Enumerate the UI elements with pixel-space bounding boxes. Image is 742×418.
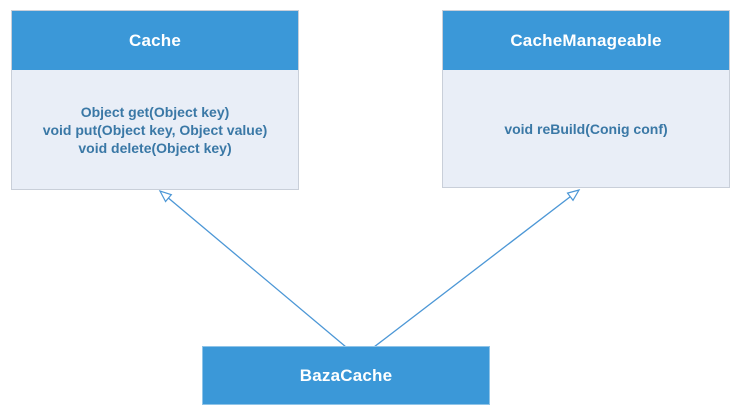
class-node-cache: Cache Object get(Object key) void put(Ob… — [11, 10, 299, 190]
edge-bazacache-to-cachemanageable — [373, 190, 579, 348]
class-node-cache-title: Cache — [12, 11, 298, 70]
class-node-cachemanageable-title: CacheManageable — [443, 11, 729, 70]
class-node-cache-methods: Object get(Object key) void put(Object k… — [12, 70, 298, 189]
edge-bazacache-to-cache — [160, 191, 347, 348]
method-rebuild: void reBuild(Conig conf) — [504, 120, 668, 137]
class-node-bazacache-title: BazaCache — [203, 347, 489, 404]
method-get: Object get(Object key) — [80, 103, 230, 120]
method-delete: void delete(Object key) — [78, 139, 232, 156]
class-node-cachemanageable: CacheManageable void reBuild(Conig conf) — [442, 10, 730, 188]
method-put: void put(Object key, Object value) — [42, 121, 268, 138]
class-node-bazacache: BazaCache — [202, 346, 490, 405]
class-node-cachemanageable-methods: void reBuild(Conig conf) — [443, 70, 729, 187]
